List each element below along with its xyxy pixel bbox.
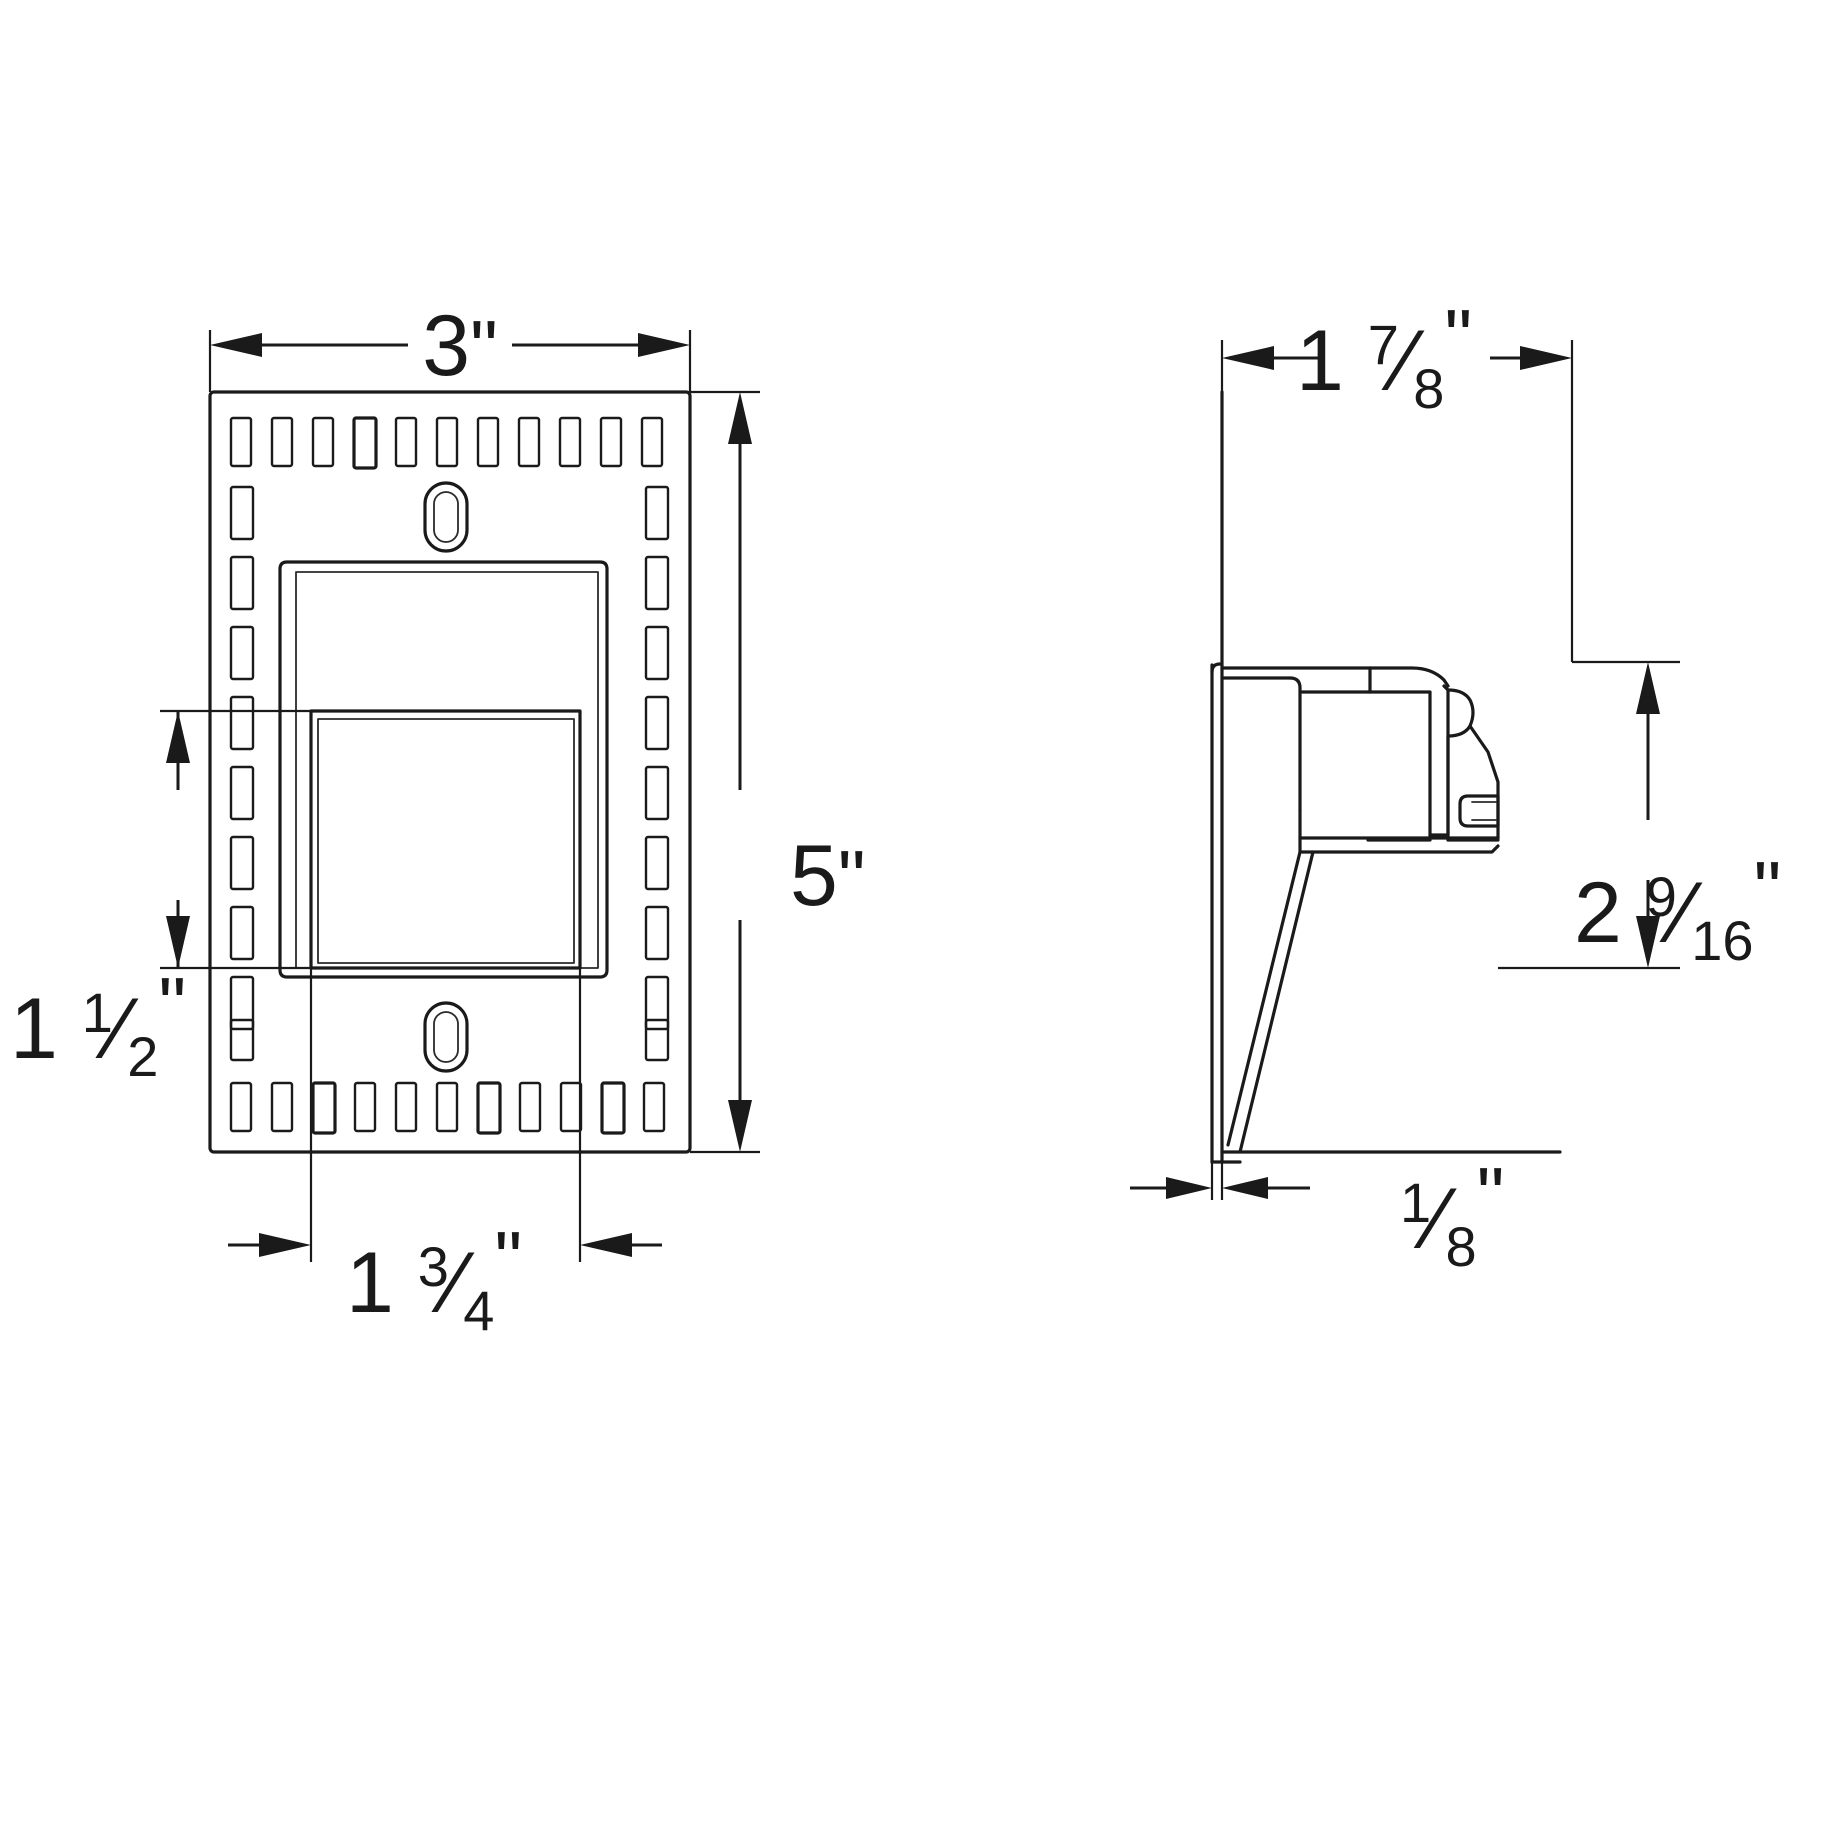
dimension-width: 3" [208,298,692,394]
dimension-flange-thickness: 1⁄8" [1130,1151,1504,1278]
housing-body [1220,666,1562,1164]
dimension-label-width: 3" [422,298,498,394]
perforation-row-top [229,416,664,470]
dimension-depth: 1 7⁄8" [1220,293,1574,662]
perforation-row-bottom [229,1081,666,1135]
dimension-label-housing-height: 2 9⁄16" [1574,845,1781,972]
dimension-aperture-height: 1 1⁄2" [10,709,320,1088]
dimension-label-flange-thickness: 1⁄8" [1400,1151,1504,1278]
dimension-label-aperture-width: 1 3⁄4" [346,1215,522,1342]
perforated-plate-border [208,390,692,1154]
top-keyhole-slot [423,481,469,553]
dimension-height: 5" [690,390,866,1154]
dimension-housing-height: 2 9⁄16" [1498,660,1781,972]
perforation-column-right [644,485,670,1062]
dimension-label-depth: 1 7⁄8" [1296,293,1472,420]
dimension-aperture-width: 1 3⁄4" [228,1215,662,1342]
driver-box [1298,666,1500,854]
recessed-faceplate [278,560,609,979]
angled-brace [1226,850,1315,1154]
dimension-label-height: 5" [790,828,866,924]
perforation-column-left [229,485,255,1062]
bottom-keyhole-slot [423,1001,469,1073]
face-flange [1210,390,1224,1164]
front-view: 3" 5" [10,298,866,1342]
louver-shelf [309,709,582,970]
dimension-label-aperture-height: 1 1⁄2" [10,961,186,1088]
side-view: 1 7⁄8" 2 9⁄16" [1130,293,1781,1278]
